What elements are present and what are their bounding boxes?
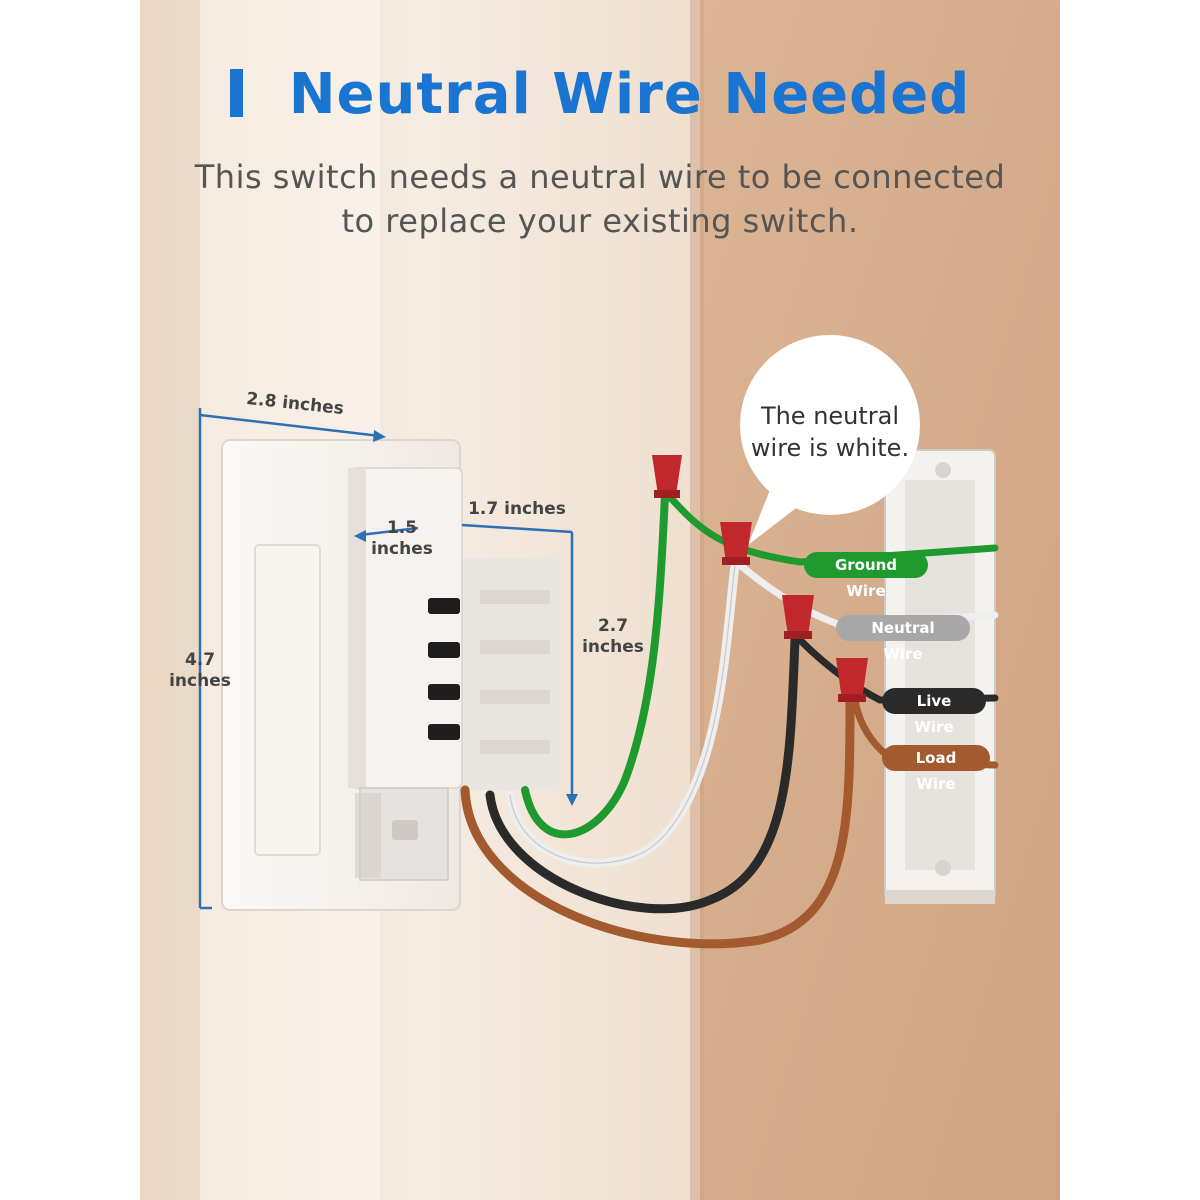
dimension-body-height-line-2: inches (582, 637, 644, 657)
dimension-depth-outer-label: 1.7 inches (468, 499, 566, 519)
dimension-arrowheads (354, 430, 578, 806)
speech-bubble-line-2: wire is white. (750, 434, 910, 462)
ground-wire-line (521, 491, 669, 839)
ground-wire-wall (664, 491, 999, 566)
subtitle: This switch needs a neutral wire to be c… (100, 155, 1100, 243)
wire-connector-live (782, 595, 814, 639)
wire-connector-load (836, 658, 868, 702)
speech-bubble-text: The neutral wire is white. (740, 400, 920, 464)
vent-slot-2 (428, 642, 460, 658)
title-accent-bar (229, 69, 243, 117)
speech-bubble-line-1: The neutral (760, 402, 900, 430)
subtitle-line-2: to replace your existing switch. (341, 202, 859, 240)
dimension-lines (198, 408, 574, 910)
ground-wire-label: Ground Wire (804, 552, 928, 600)
vent-slot-4 (428, 724, 460, 740)
wall-surface (700, 0, 1060, 1200)
dimension-height-line-2: inches (169, 671, 231, 691)
load-wire-line (460, 695, 855, 949)
dimension-depth-inner-line-1: 1.5 (386, 518, 418, 538)
dimension-height-label: 4.7 inches (160, 650, 240, 692)
page-title-text: Neutral Wire Needed (288, 62, 971, 127)
page-title: Neutral Wire Needed (0, 62, 1200, 127)
wire-connector-neutral (720, 522, 752, 565)
dimension-height-line-1: 4.7 (184, 650, 216, 670)
load-wire-label: Load Wire (882, 745, 990, 793)
dimension-depth-inner-label: 1.5 inches (362, 518, 442, 560)
wire-connector-ground (652, 455, 682, 498)
switch-module (348, 467, 560, 881)
speech-bubble (740, 335, 920, 545)
dimension-body-height-label: 2.7 inches (575, 616, 651, 658)
dimension-depth-inner-line-2: inches (371, 539, 433, 559)
live-wire-label: Live Wire (882, 688, 986, 736)
white-margin-right (1060, 0, 1200, 1200)
vent-slot-3 (428, 684, 460, 700)
subtitle-line-1: This switch needs a neutral wire to be c… (194, 158, 1006, 196)
white-margin-left (0, 0, 140, 1200)
neutral-wire-label: Neutral Wire (836, 615, 970, 663)
dimension-body-height-line-1: 2.7 (597, 616, 629, 636)
vent-slot-1 (428, 598, 460, 614)
live-wire-line (485, 635, 800, 914)
neutral-wire-outline (509, 564, 736, 864)
electrical-box (884, 449, 996, 904)
